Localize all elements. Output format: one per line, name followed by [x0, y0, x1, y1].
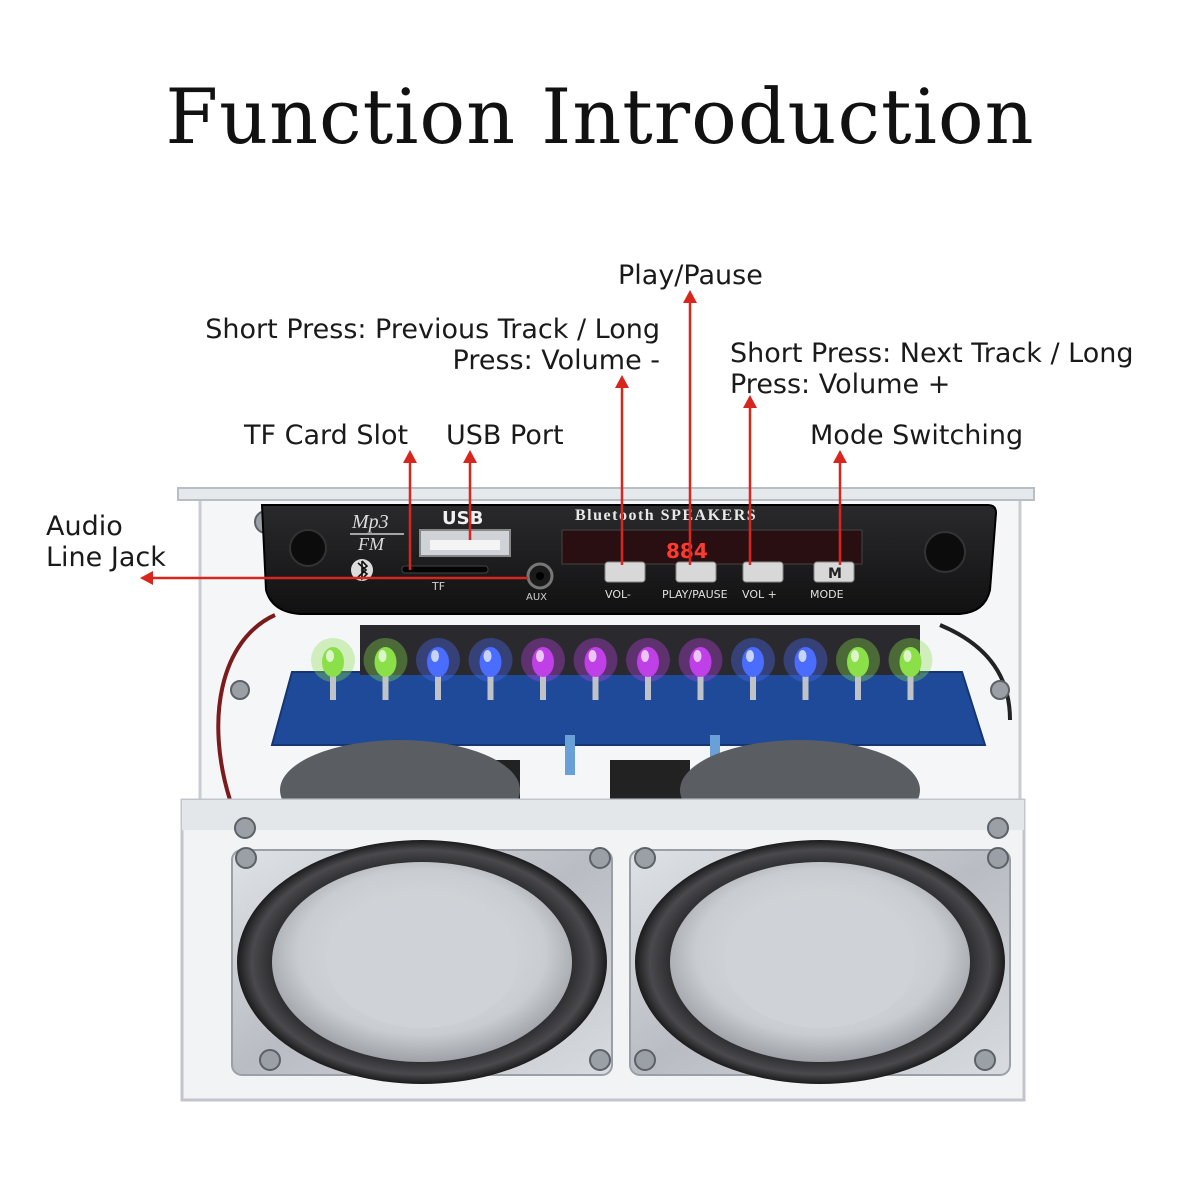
- enclosure-top-edge: [177, 487, 1035, 501]
- front-frame-top-band: [182, 800, 1024, 830]
- label-audio-line-jack: Audio Line Jack: [46, 511, 166, 573]
- arrowhead-next: [743, 395, 757, 408]
- led: [363, 638, 408, 700]
- led: [836, 638, 880, 700]
- vol-plus-print: VOL +: [742, 588, 777, 601]
- pcb-resistor: [565, 735, 575, 775]
- mp3-bluetooth-module: Mp3 FM USB TF AUX Bluetooth SPEAKERS 884…: [260, 504, 998, 615]
- tf-card-slot: [401, 565, 489, 574]
- led: [521, 638, 565, 700]
- label-line: Press: Volume -: [452, 345, 660, 376]
- wire-right: [939, 623, 1012, 721]
- mode-key-print: M: [828, 566, 842, 582]
- label-play-pause: Play/Pause: [618, 260, 763, 291]
- module-logo-fm: FM: [357, 534, 385, 554]
- module-brand-print: Bluetooth SPEAKERS: [575, 507, 757, 524]
- label-line: Press: Volume +: [730, 369, 951, 400]
- label-line: Mode Switching: [810, 420, 1024, 451]
- label-next-track: Short Press: Next Track / Long Press: Vo…: [730, 338, 1134, 400]
- play-pause-button: [675, 561, 717, 583]
- led: [678, 638, 723, 700]
- mode-print: MODE: [810, 588, 844, 601]
- led: [573, 638, 618, 700]
- mode-button: [813, 561, 855, 583]
- led: [468, 638, 513, 700]
- label-line: Audio: [46, 511, 123, 542]
- label-line: Short Press: Previous Track / Long: [205, 314, 660, 345]
- led: [888, 638, 933, 700]
- label-mode-switching: Mode Switching: [810, 420, 1023, 451]
- label-line: TF Card Slot: [244, 420, 409, 451]
- callout-arrows: [150, 300, 842, 580]
- label-usb-port: USB Port: [446, 420, 564, 451]
- led: [626, 638, 670, 700]
- label-line: Line Jack: [46, 542, 166, 573]
- display-readout: 884: [666, 539, 708, 563]
- module-usb-print: USB: [442, 508, 483, 529]
- label-line: Play/Pause: [618, 260, 763, 291]
- front-speaker-left: [231, 840, 613, 1084]
- led: [731, 638, 775, 700]
- vol-minus-print: VOL-: [605, 588, 631, 601]
- arrowhead-play-pause: [683, 290, 697, 303]
- arrowhead-tf-card: [403, 450, 417, 463]
- led-row: [311, 638, 933, 700]
- label-previous-track: Short Press: Previous Track / Long Press…: [178, 314, 660, 376]
- led: [416, 638, 460, 700]
- prev-button: [604, 561, 646, 583]
- module-logo-mp3: Mp3: [351, 511, 389, 533]
- module-aux-print: AUX: [526, 592, 547, 603]
- arrowhead-audio-jack: [140, 571, 153, 585]
- arrowhead-previous: [615, 375, 629, 388]
- label-line: USB Port: [446, 420, 564, 451]
- front-speaker-right: [629, 840, 1011, 1084]
- led-display: [561, 529, 863, 565]
- module-tf-print: TF: [431, 580, 445, 593]
- label-tf-card-slot: TF Card Slot: [244, 420, 408, 451]
- arrow-heads: [140, 290, 847, 585]
- amplifier-pcb: [270, 671, 987, 746]
- label-line: Short Press: Next Track / Long: [730, 338, 1134, 369]
- arrowhead-mode: [833, 450, 847, 463]
- arrowhead-usb: [463, 450, 477, 463]
- page-title: Function Introduction: [165, 72, 1035, 161]
- led: [311, 638, 355, 700]
- next-button: [742, 561, 784, 583]
- pcb-chip: [610, 760, 690, 800]
- led: [783, 638, 828, 700]
- play-pause-print: PLAY/PAUSE: [662, 588, 728, 601]
